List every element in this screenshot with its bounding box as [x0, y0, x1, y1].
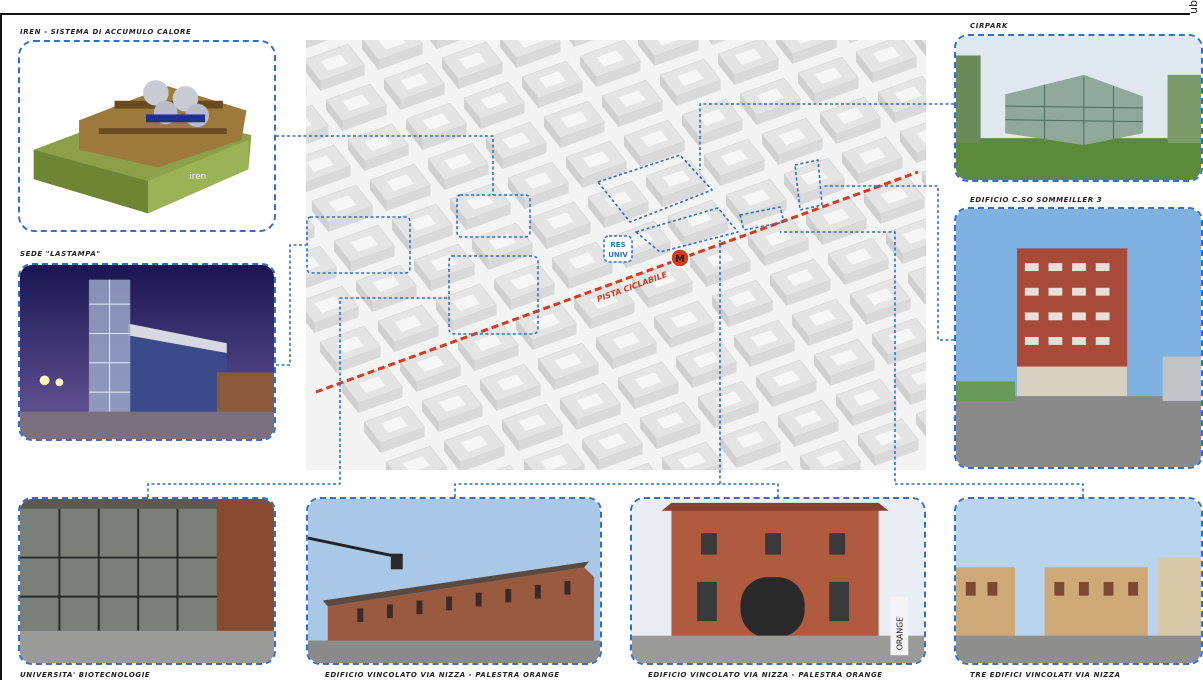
photo-nizza-orange-2[interactable]: ORANGE [630, 497, 926, 665]
frame-left-line [0, 13, 2, 680]
label-iren: IREN - SISTEMA DI ACCUMULO CALORE [20, 28, 192, 36]
metro-marker-label: M [675, 254, 685, 265]
label-nizza-orange-2: EDIFICIO VINCOLATO VIA NIZZA - PALESTRA … [648, 671, 883, 679]
label-cirpark: CIRPARK [970, 22, 1009, 30]
iren-sign: iren [189, 172, 206, 182]
photo-nizza-orange-1[interactable] [306, 497, 602, 665]
photo-tre-edifici[interactable] [954, 497, 1203, 665]
label-sommeiller: EDIFICIO C.SO SOMMEILLER 3 [970, 196, 1103, 204]
photo-sommeiller[interactable] [954, 207, 1203, 469]
connector-lastampa [276, 244, 307, 366]
orange-sign: ORANGE [895, 617, 904, 650]
photo-iren[interactable]: iren [18, 40, 276, 232]
corner-mark: qn [1188, 0, 1201, 14]
res-univ-line2: UNIV [608, 251, 628, 259]
metro-marker[interactable]: M [670, 248, 690, 268]
label-nizza-orange-1: EDIFICIO VINCOLATO VIA NIZZA - PALESTRA … [325, 671, 560, 679]
photo-biotecnologie[interactable] [18, 497, 276, 665]
res-univ-line1: RES [610, 241, 625, 249]
res-univ-tag: RES UNIV [603, 235, 633, 263]
city-block-map: PISTA CICLABILE M RES UNIV [306, 40, 926, 470]
frame-top-line [0, 13, 1190, 15]
photo-cirpark[interactable] [954, 34, 1203, 182]
label-biotecnologie: UNIVERSITA' BIOTECNOLOGIE [20, 671, 151, 679]
photo-lastampa[interactable] [18, 263, 276, 441]
label-tre-edifici: TRE EDIFICI VINCOLATI VIA NIZZA [970, 671, 1121, 679]
label-lastampa: SEDE "LASTAMPA" [20, 250, 101, 258]
